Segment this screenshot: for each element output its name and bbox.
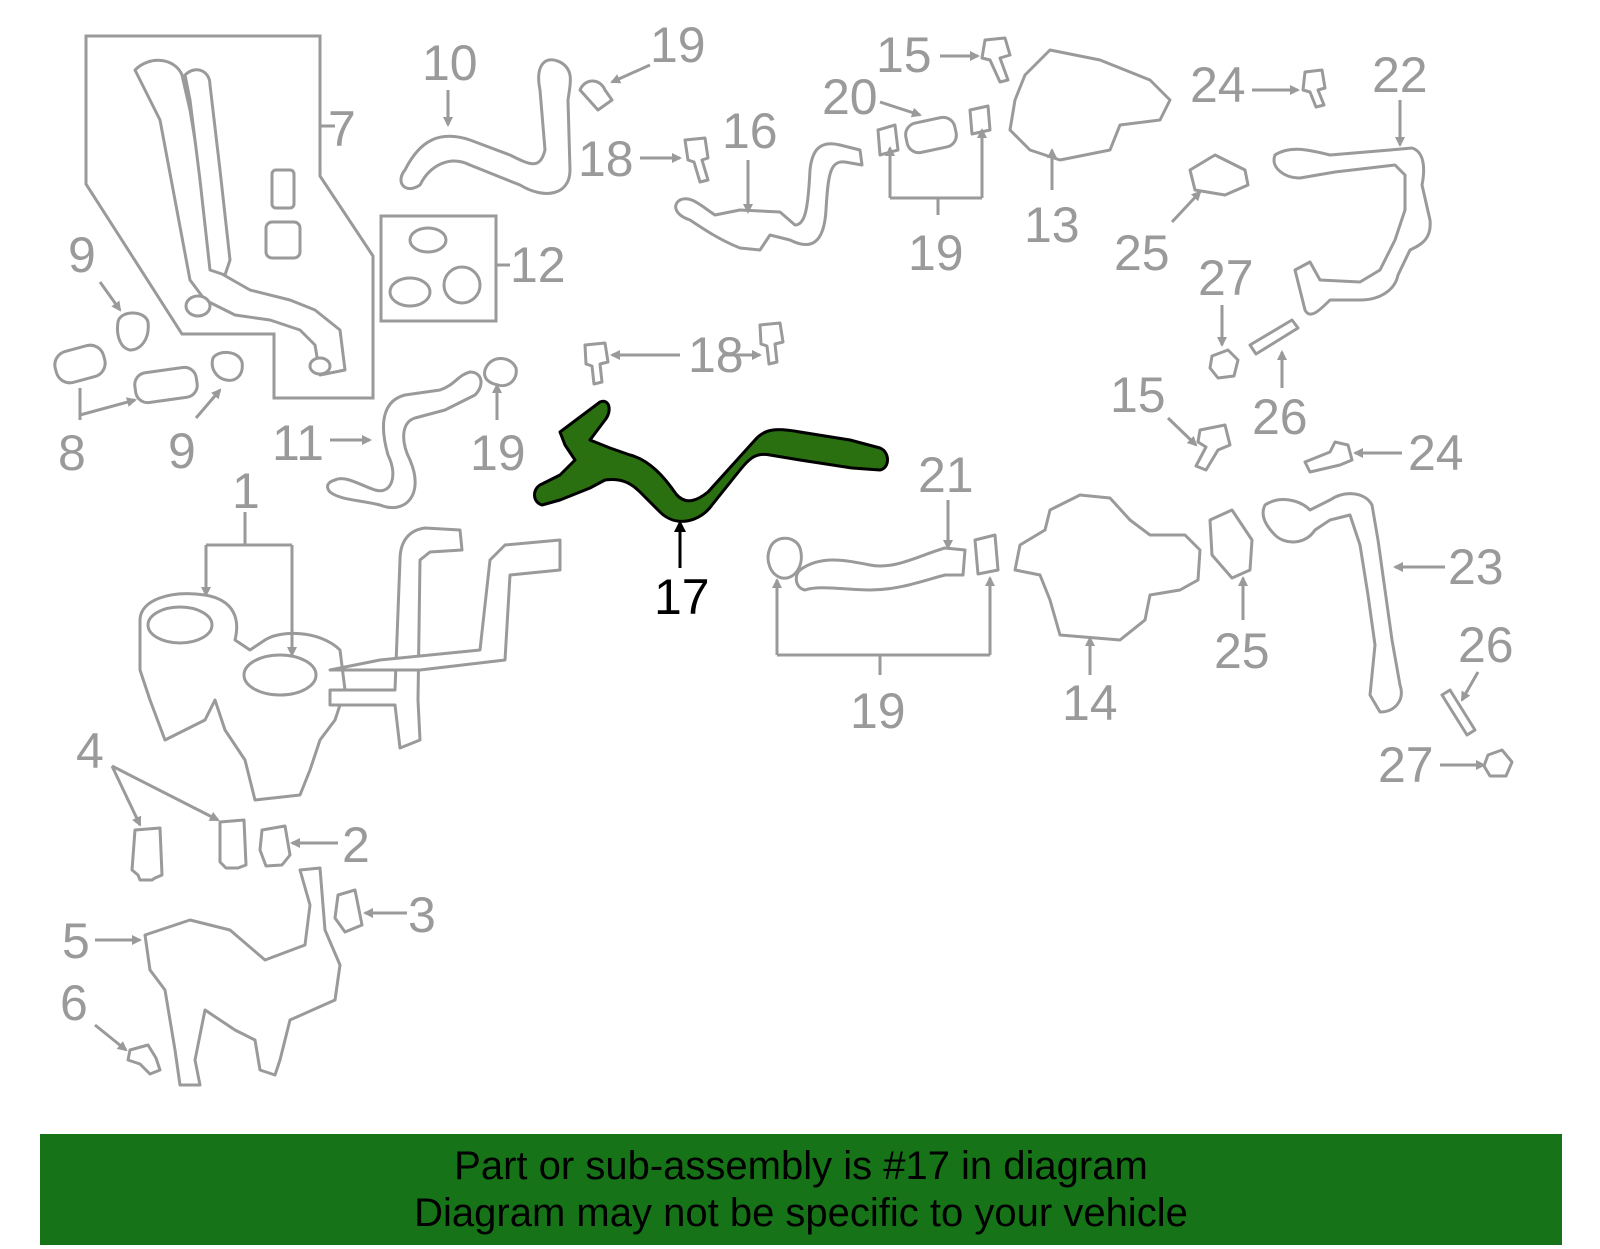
callout-16: 16 (722, 103, 778, 159)
part-19-clamp-b (876, 123, 900, 157)
callout-25-b: 25 (1214, 623, 1270, 679)
callout-5: 5 (62, 913, 90, 969)
part-15-bolt (980, 36, 1012, 84)
callout-26-b: 26 (1458, 617, 1514, 673)
callout-3: 3 (408, 887, 436, 943)
callout-19-d: 19 (850, 683, 906, 739)
banner-line-2: Diagram may not be specific to your vehi… (414, 1190, 1188, 1235)
part-4-mount-b (218, 818, 248, 870)
part-19-clamp (578, 79, 614, 112)
part-19-clamp-e (766, 536, 803, 580)
callout-12: 12 (510, 237, 566, 293)
callout-11: 11 (272, 415, 324, 471)
callout-19-c: 19 (470, 425, 526, 481)
callout-23: 23 (1448, 539, 1504, 595)
part-27-nut-b (1482, 748, 1514, 778)
callout-27: 27 (1198, 250, 1254, 306)
part-9-clamp-b (210, 351, 244, 382)
callout-4: 4 (76, 723, 104, 779)
callout-18-b: 18 (688, 327, 744, 383)
part-25-gasket-b (1208, 508, 1254, 580)
part-19-clamp-c (968, 104, 992, 136)
info-banner: Part or sub-assembly is #17 in diagram D… (40, 1134, 1562, 1245)
part-16-hose (674, 142, 864, 252)
part-27-nut (1208, 348, 1240, 380)
part-6-bolt (126, 1043, 162, 1076)
callout-27-b: 27 (1378, 737, 1434, 793)
callout-15: 15 (876, 27, 932, 83)
callout-2: 2 (342, 817, 370, 873)
part-18-bolt-c (758, 321, 785, 366)
callout-22: 22 (1372, 47, 1428, 103)
callout-13: 13 (1024, 197, 1080, 253)
callout-19-b: 19 (908, 225, 964, 281)
callout-18: 18 (578, 131, 634, 187)
part-15-bolt-b (1194, 423, 1232, 472)
callout-19: 19 (650, 17, 706, 73)
part-8-hose-b (133, 365, 199, 405)
part-20-hose (904, 115, 958, 155)
part-13-valve (1008, 48, 1172, 162)
callout-7: 7 (328, 101, 356, 157)
part-25-gasket (1188, 153, 1250, 197)
part-18-bolt (683, 136, 710, 184)
callout-9: 9 (68, 227, 96, 283)
part-1-pump-assembly (138, 526, 562, 802)
callout-10: 10 (422, 35, 478, 91)
part-26-stud (1248, 318, 1300, 356)
callout-25: 25 (1114, 225, 1170, 281)
callout-14: 14 (1062, 675, 1118, 731)
part-9-clamp (116, 311, 150, 352)
part-7-group (84, 34, 375, 400)
part-19-clamp-f (973, 533, 1000, 576)
part-3-clip (333, 888, 364, 934)
leader-lines (78, 51, 1486, 1052)
callout-6: 6 (60, 975, 88, 1031)
part-4-mount-a (130, 826, 164, 882)
callout-9-b: 9 (168, 423, 196, 479)
callout-17: 17 (654, 569, 710, 625)
banner-line-1: Part or sub-assembly is #17 in diagram (454, 1143, 1148, 1188)
callout-26: 26 (1252, 389, 1308, 445)
part-26-stud-b (1440, 688, 1477, 737)
part-5-bracket (143, 866, 342, 1087)
part-2-bracket (258, 824, 292, 868)
part-21-hose (794, 546, 967, 592)
part-24-bolt-b (1303, 440, 1354, 474)
part-12-group (379, 214, 498, 323)
part-24-bolt (1301, 68, 1327, 109)
part-14-valve (1013, 493, 1202, 642)
part-18-bolt-b (583, 341, 610, 386)
callout-labels: 7 10 19 15 20 24 22 18 16 13 19 25 12 9 … (58, 17, 1514, 1031)
part-19-clamp-d (483, 357, 518, 388)
part-10-hose (399, 58, 572, 195)
part-17-pipe-highlighted (533, 399, 889, 523)
part-23-pipe (1261, 492, 1403, 714)
callout-24: 24 (1190, 57, 1246, 113)
callout-8: 8 (58, 425, 86, 481)
part-22-pipe (1272, 146, 1432, 316)
callout-1: 1 (232, 463, 260, 519)
part-8-hose-a (53, 343, 107, 385)
callout-15-b: 15 (1110, 367, 1166, 423)
callout-24-b: 24 (1408, 425, 1464, 481)
part-11-hose (326, 370, 483, 510)
callout-20: 20 (822, 69, 878, 125)
callout-21: 21 (918, 447, 974, 503)
